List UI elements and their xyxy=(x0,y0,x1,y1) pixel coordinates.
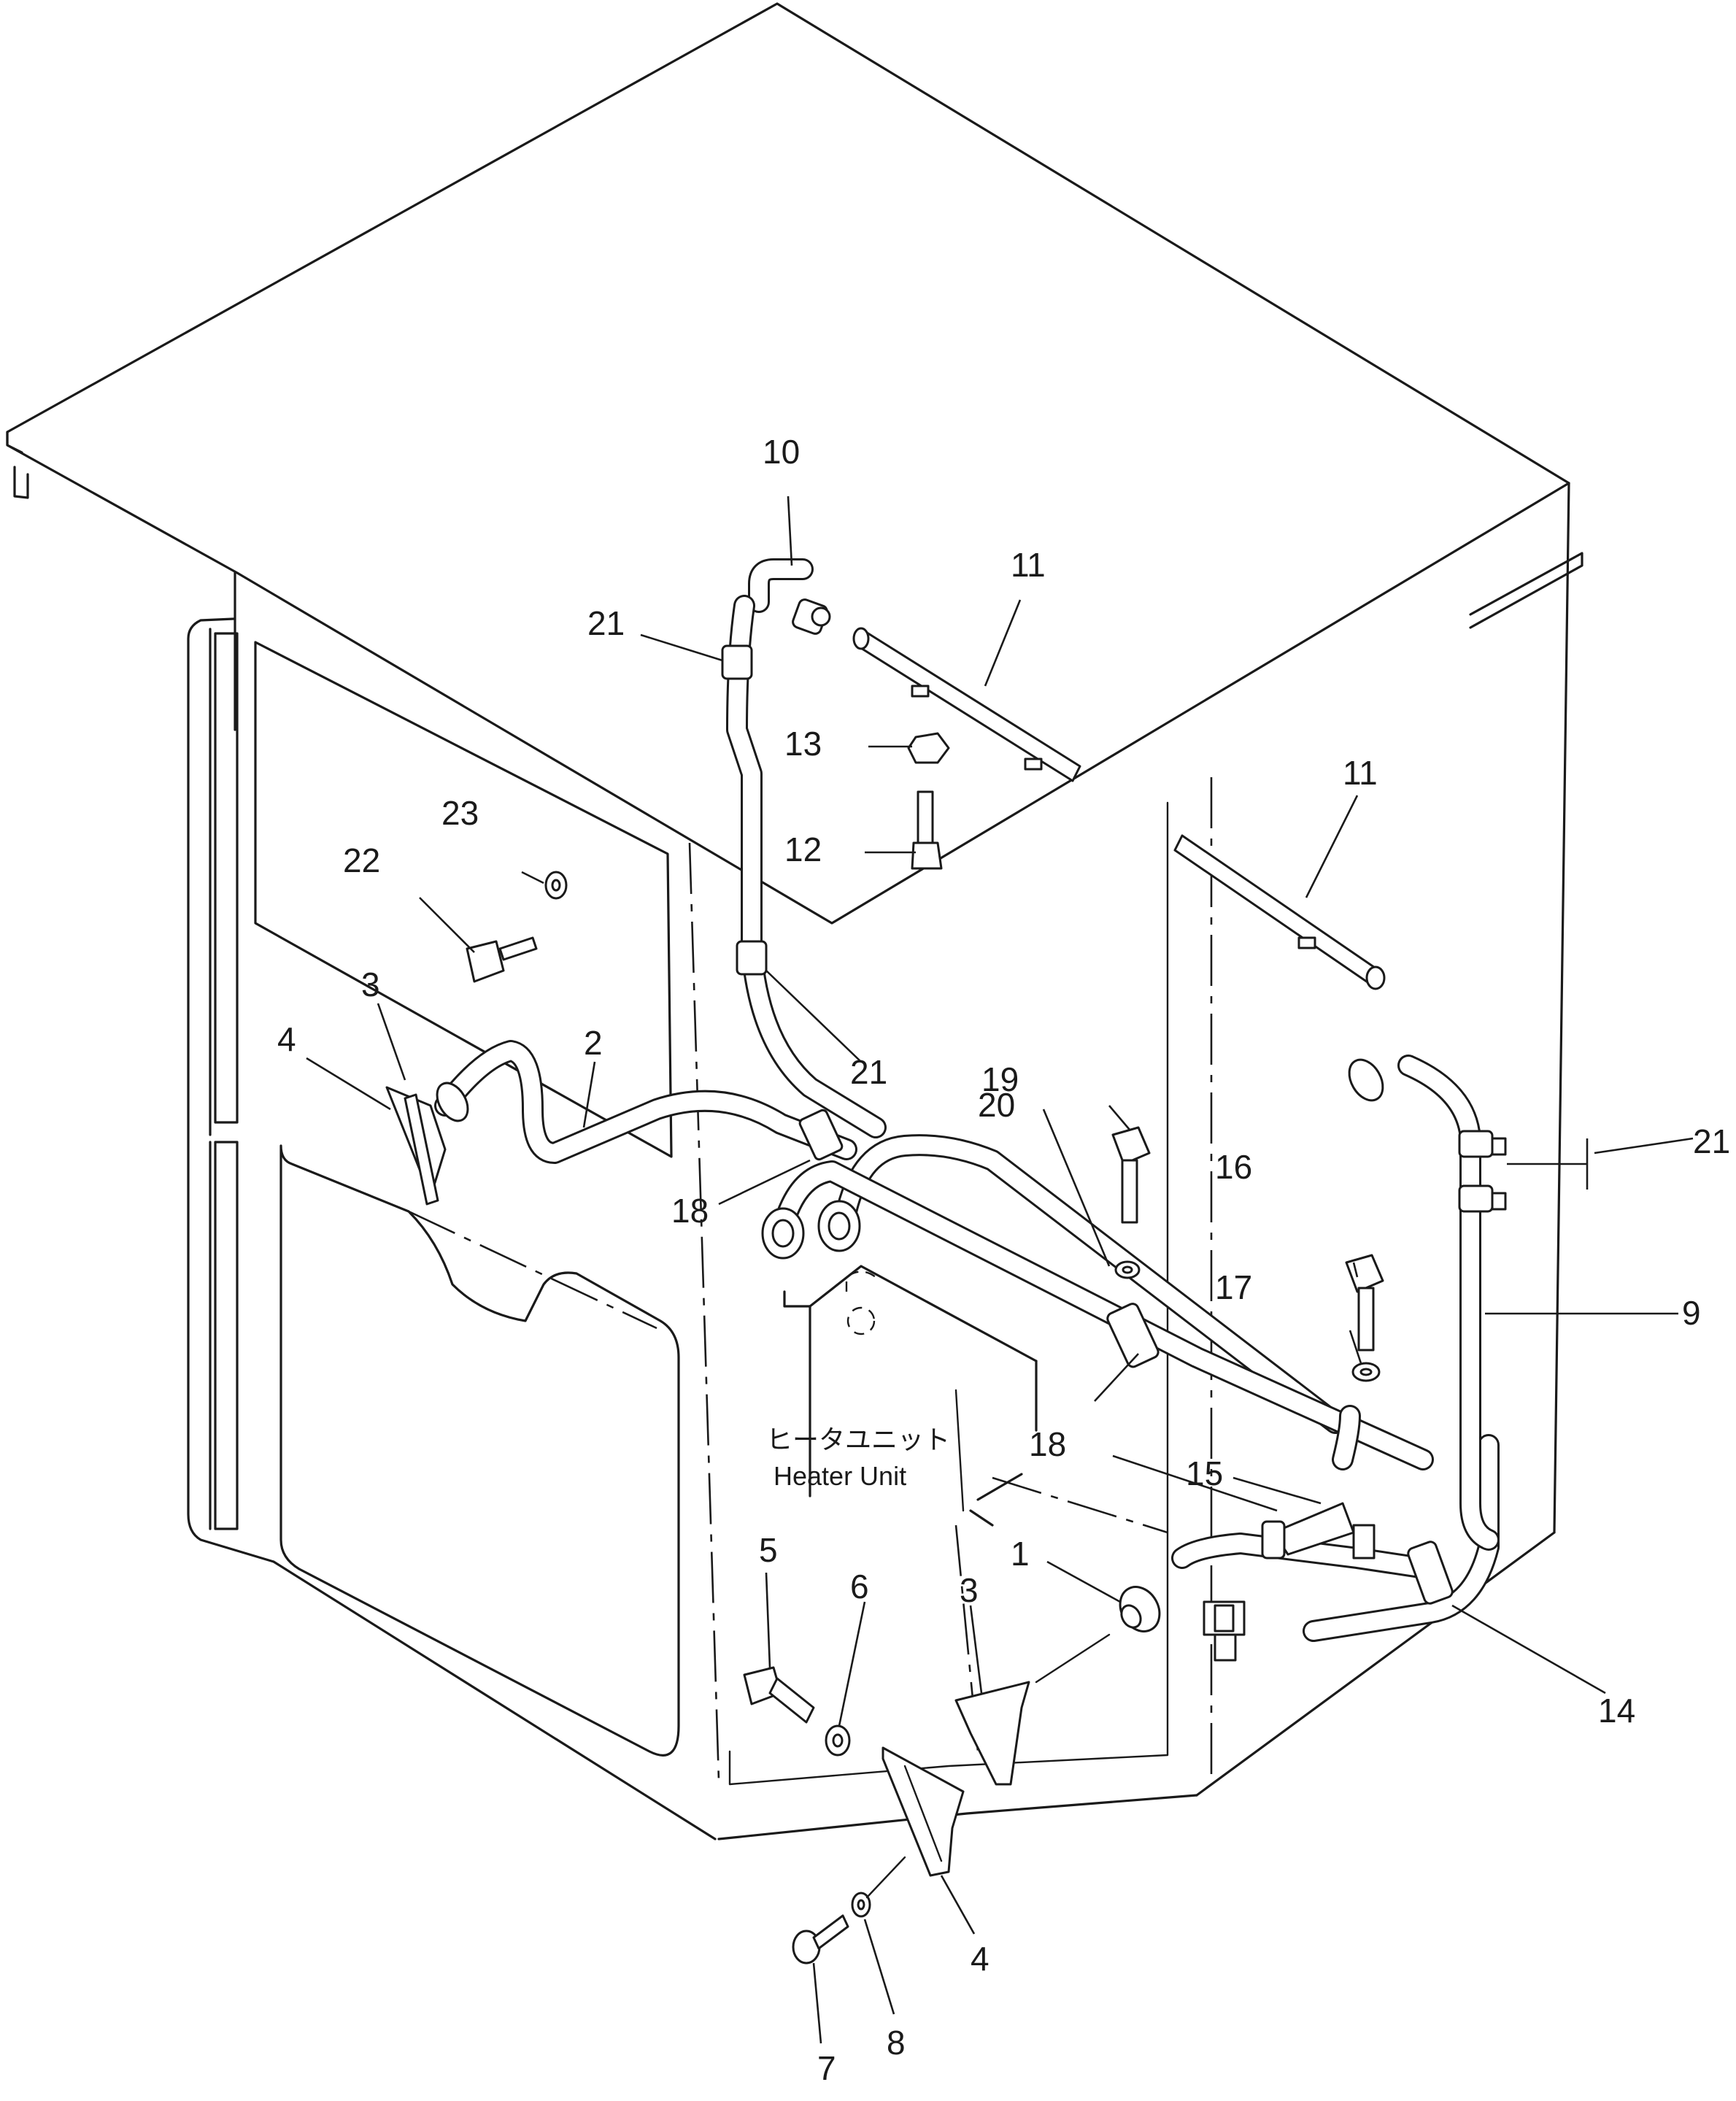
callout-18: 18 xyxy=(1029,1425,1066,1463)
callout-12: 12 xyxy=(784,830,822,868)
callout-7: 7 xyxy=(817,2049,836,2087)
callout-2: 2 xyxy=(584,1024,603,1062)
callout-21: 21 xyxy=(1693,1122,1730,1160)
callout-17: 17 xyxy=(1215,1268,1252,1306)
callout-3: 3 xyxy=(960,1571,979,1609)
callout-4: 4 xyxy=(971,1940,989,1978)
callout-23: 23 xyxy=(441,794,479,832)
callout-14: 14 xyxy=(1598,1692,1635,1730)
callout-21: 21 xyxy=(587,604,625,642)
cab-body xyxy=(6,2,1583,1840)
callout-22: 22 xyxy=(343,841,380,879)
fittings xyxy=(385,598,1507,1965)
callout-11: 11 xyxy=(1343,754,1378,792)
callout-16: 16 xyxy=(1215,1148,1252,1186)
callout-18: 18 xyxy=(671,1192,709,1230)
callout-numbers: 1 2 3 3 4 4 5 6 7 8 9 10 11 11 12 13 14 … xyxy=(277,433,1730,2087)
heater-unit-label-jp: ヒータユニット xyxy=(766,1425,950,1454)
callout-5: 5 xyxy=(759,1531,778,1569)
callout-3: 3 xyxy=(361,965,380,1003)
leader-lines xyxy=(306,496,1694,2044)
callout-15: 15 xyxy=(1186,1454,1223,1492)
callout-10: 10 xyxy=(763,433,800,471)
heater-unit xyxy=(783,1265,1168,1752)
callout-1: 1 xyxy=(1011,1535,1030,1573)
heater-unit-label-en: Heater Unit xyxy=(774,1461,906,1491)
callout-4: 4 xyxy=(277,1020,296,1058)
callout-11: 11 xyxy=(1011,546,1046,584)
callout-13: 13 xyxy=(784,725,822,763)
callout-8: 8 xyxy=(887,2024,906,2062)
callout-9: 9 xyxy=(1682,1294,1701,1332)
callout-19: 19 xyxy=(981,1060,1019,1098)
callout-21: 21 xyxy=(850,1053,887,1091)
pipe-routes xyxy=(434,558,1500,1642)
callout-6: 6 xyxy=(850,1568,869,1605)
callout-20: 20 xyxy=(978,1086,1015,1124)
